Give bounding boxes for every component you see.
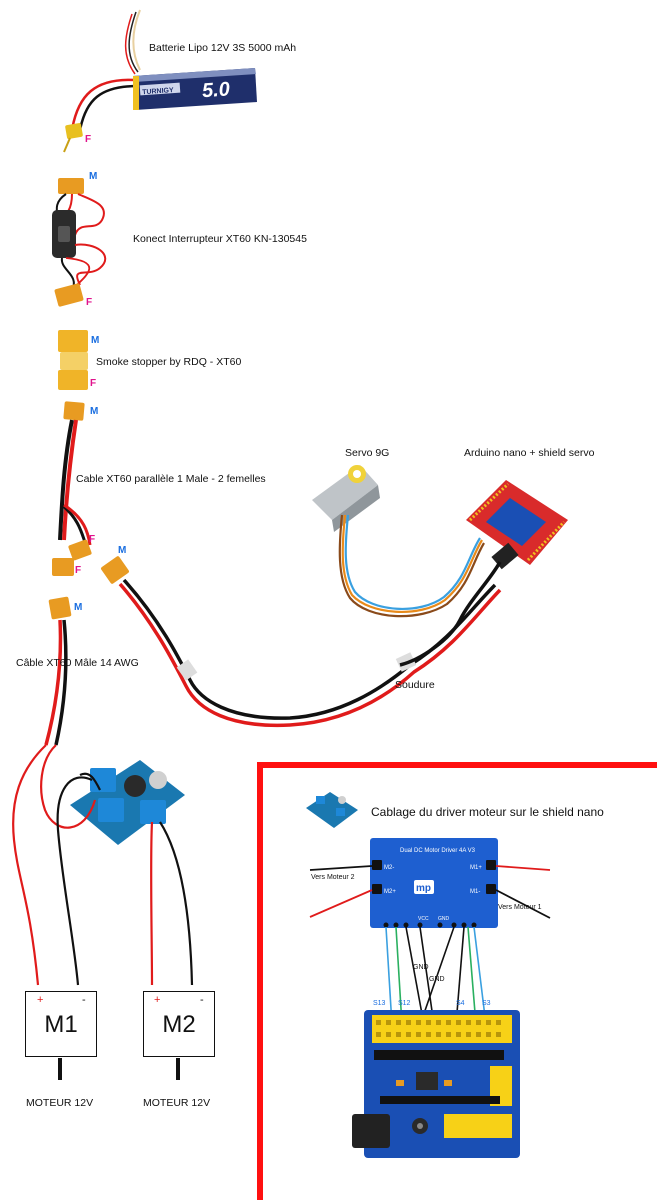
smoke-stopper [58,330,88,390]
shield-s12-label: S12 [398,1000,411,1007]
motor-2-name: M2 [162,1011,196,1038]
male-xt60-cable [44,596,72,746]
motor-1-plus: + [37,994,44,1006]
servo-motor [312,465,485,618]
jumper-wires [385,926,487,1026]
cable-m-marker: M [90,406,99,417]
motor-2-caption: MOTEUR 12V [143,1097,211,1109]
gnd-label-1: GND [413,964,429,971]
servo-cable-m-marker: M [118,545,127,556]
battery-xt60-female [63,123,83,153]
motor-2-plus: + [154,994,161,1006]
motor-1-name: M1 [44,1011,78,1038]
motor-1-caption: MOTEUR 12V [26,1097,94,1109]
shield-s4-label: S4 [456,1000,465,1007]
detail-frame [257,762,657,1200]
svg-text:mp: mp [416,883,431,894]
shield-s3-label: S3 [482,1000,491,1007]
motor-1-minus: - [82,994,86,1006]
battery-capacity: 5.0 [201,78,230,102]
smoke-stopper-label: Smoke stopper by RDQ - XT60 [96,356,242,368]
wiring-title: Cablage du driver moteur sur le shield n… [371,805,604,819]
servo-label: Servo 9G [345,447,390,459]
switch-label: Konect Interrupteur XT60 KN-130545 [133,233,307,245]
nano-shield-detail [352,1010,520,1158]
driver-board-detail: Dual DC Motor Driver 4A V3 M2- M2+ M1+ M… [309,838,551,928]
svg-text:M2-: M2- [384,865,394,871]
switch-assembly [52,178,107,307]
svg-text:VCC: VCC [418,916,429,922]
svg-text:M1+: M1+ [470,865,482,871]
svg-text:GND: GND [438,916,450,922]
motor-2: + - M2 [143,991,215,1057]
svg-text:M2+: M2+ [384,889,396,895]
parallel-cable-label: Cable XT60 parallèle 1 Male - 2 femelles [76,473,266,485]
arduino-shield [399,480,568,667]
vers-moteur-1-label: Vers Moteur 1 [498,904,542,911]
svg-text:M1-: M1- [470,889,480,895]
battery-label: Batterie Lipo 12V 3S 5000 mAh [149,42,297,54]
battery-f-marker: F [85,134,92,145]
motor-1: + - M1 [25,991,97,1057]
smoke-m-marker: M [91,335,100,346]
battery-brand: TURNIGY [142,87,174,96]
switch-f-marker: F [86,297,93,308]
male-cable-label: Câble XT60 Mâle 14 AWG [16,657,139,669]
battery-wires [70,9,141,131]
male-cable-m-marker: M [74,602,83,613]
vers-moteur-2-label: Vers Moteur 2 [311,874,355,881]
arduino-label: Arduino nano + shield servo [464,447,595,459]
cable-f1-marker: F [89,534,96,545]
shield-s13-label: S13 [373,1000,386,1007]
servo-power-cable [101,556,502,728]
smoke-f-marker: F [90,378,97,389]
cable-f2-marker: F [75,565,82,576]
parallel-cable [52,401,92,576]
driver-thumbnail [306,792,358,828]
motor-driver-left [12,744,194,986]
battery-pack: TURNIGY 5.0 [133,68,257,110]
motor-2-minus: - [200,994,204,1006]
board-title: Dual DC Motor Driver 4A V3 [400,848,476,854]
soudure-label: Soudure [395,679,435,691]
switch-m-marker: M [89,171,98,182]
gnd-label-2: GND [429,976,445,983]
